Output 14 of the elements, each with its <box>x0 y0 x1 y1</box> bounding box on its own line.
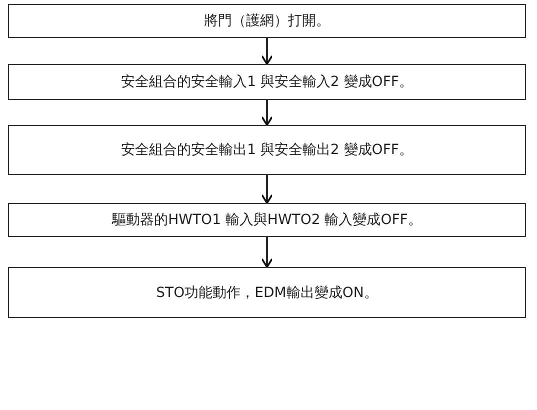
step-text: 安全組合的安全輸出1 與安全輸出2 變成OFF。 <box>121 141 413 159</box>
arrow <box>261 237 273 268</box>
arrow <box>261 38 273 65</box>
process-box <box>8 267 526 318</box>
arrow <box>261 100 273 126</box>
step-text: 安全組合的安全輸入1 與安全輸入2 變成OFF。 <box>121 73 413 91</box>
process-box <box>8 125 526 175</box>
process-box <box>8 203 526 237</box>
process-box <box>8 4 526 38</box>
arrow <box>261 175 273 204</box>
step-text: STO功能動作，EDM輸出變成ON。 <box>156 284 378 302</box>
step-text: 將門（護網）打開。 <box>204 12 330 30</box>
step-text: 驅動器的HWTO1 輸入與HWTO2 輸入變成OFF。 <box>112 211 422 229</box>
process-box <box>8 64 526 100</box>
